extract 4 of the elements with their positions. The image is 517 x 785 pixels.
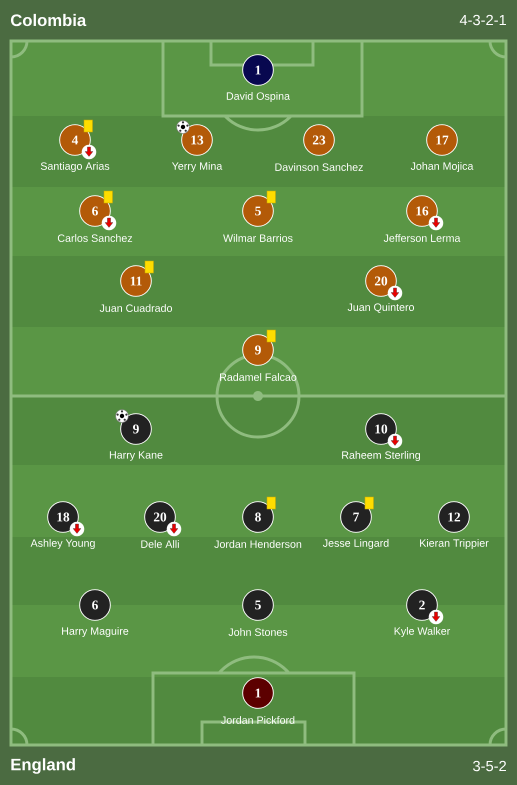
team-name: England (11, 758, 75, 774)
formation-label: 4-3-2-1 (460, 14, 506, 26)
team-name: Colombia (10, 14, 86, 26)
formation-label: 3-5-2 (473, 760, 506, 772)
